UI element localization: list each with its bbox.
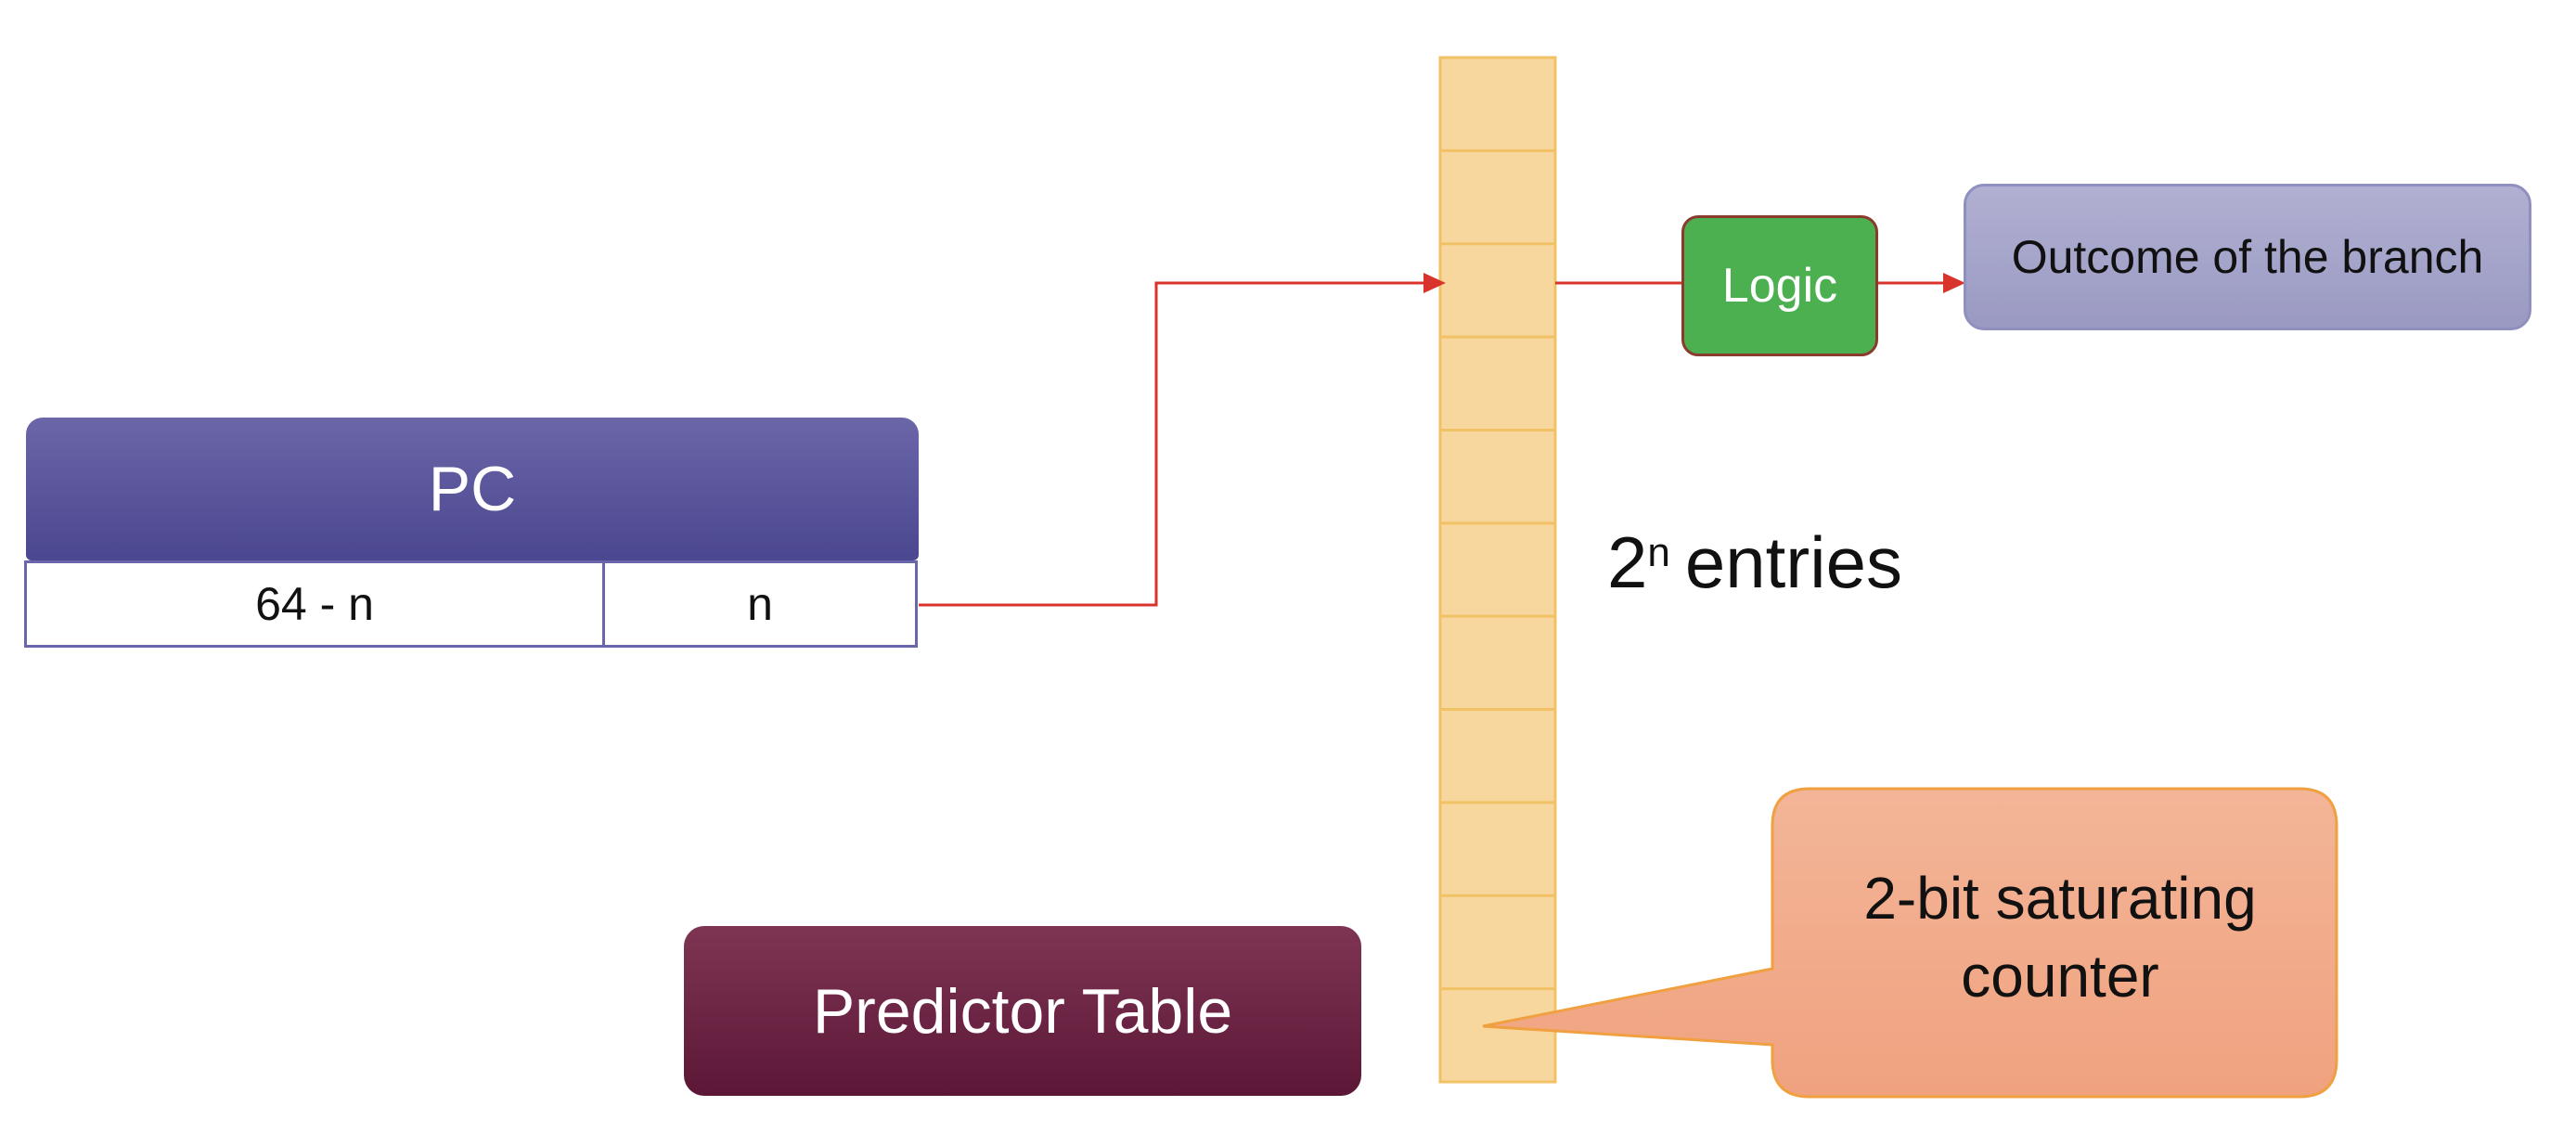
pc-high-bits-label: 64 - n: [255, 578, 374, 630]
pc-high-bits-field: 64 - n: [24, 560, 605, 648]
predictor-table-column: [1438, 56, 1557, 1084]
counter-callout-label: 2-bit saturating counter: [1863, 865, 2257, 1010]
index-connector: [919, 281, 1425, 607]
index-arrowhead: [1423, 273, 1446, 293]
entries-suffix: entries: [1684, 521, 1902, 603]
pc-index-bits-label: n: [747, 578, 773, 630]
logic-label: Logic: [1721, 259, 1838, 313]
outcome-arrowhead: [1943, 273, 1965, 293]
counter-callout: [1482, 787, 2338, 1099]
predictor-table-label-box: Predictor Table: [684, 926, 1361, 1096]
pc-register: PC: [26, 418, 919, 560]
counter-callout-text: 2-bit saturating counter: [1782, 844, 2338, 1030]
pc-index-bits-field: n: [602, 560, 918, 648]
branch-outcome-box: Outcome of the branch: [1964, 184, 2531, 330]
logic-block: Logic: [1681, 215, 1878, 356]
entries-exponent: n: [1647, 530, 1670, 575]
entries-base: 2: [1607, 521, 1648, 603]
pc-label: PC: [428, 454, 517, 524]
predictor-table-label: Predictor Table: [812, 975, 1233, 1047]
branch-outcome-label: Outcome of the branch: [2011, 231, 2484, 283]
